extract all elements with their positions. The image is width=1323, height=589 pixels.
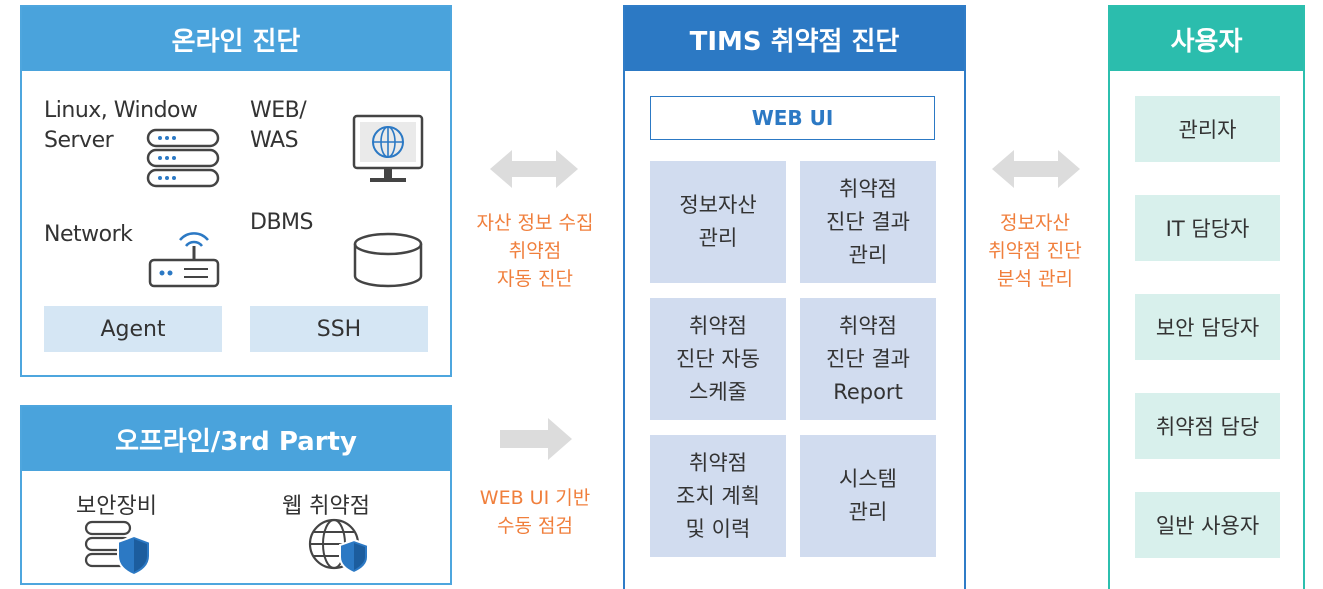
server-label: Linux, Window Server	[44, 98, 198, 153]
bidirectional-arrow-icon	[992, 150, 1080, 188]
offline-3rdparty-panel: 오프라인/3rd Party	[20, 405, 452, 585]
web-vulnerability-label: 웹 취약점	[282, 494, 370, 519]
security-equipment-shield-icon	[84, 520, 151, 576]
tims-title: TIMS 취약점 진단	[625, 7, 964, 71]
web-ui-box: WEB UI	[650, 96, 935, 140]
security-equipment-label: 보안장비	[76, 494, 157, 519]
server-icon	[146, 128, 220, 188]
right-arrow-icon	[500, 418, 572, 460]
web-server-monitor-icon	[352, 114, 424, 182]
users-title: 사용자	[1110, 7, 1303, 71]
dbms-label: DBMS	[250, 210, 313, 235]
online-flow-text: 자산 정보 수집 취약점 자동 진단	[476, 212, 594, 290]
online-diagnosis-panel: 온라인 진단	[20, 5, 452, 377]
role-security-manager: 보안 담당자	[1135, 294, 1280, 360]
network-label: Network	[44, 222, 133, 247]
agent-protocol-box: Agent	[44, 306, 222, 352]
offline-flow-text: WEB UI 기반 수동 점검	[479, 487, 591, 537]
role-admin: 관리자	[1135, 96, 1280, 162]
web-was-label: WEB/ WAS	[250, 98, 307, 153]
auto-schedule-box: 취약점 진단 자동 스케줄	[650, 298, 786, 420]
router-icon	[148, 232, 220, 288]
users-panel: 사용자	[1108, 5, 1305, 589]
result-management-box: 취약점 진단 결과 관리	[800, 161, 936, 283]
role-general-user: 일반 사용자	[1135, 492, 1280, 558]
ssh-protocol-box: SSH	[250, 306, 428, 352]
bidirectional-arrow-icon	[490, 150, 578, 188]
role-it-manager: IT 담당자	[1135, 195, 1280, 261]
result-report-box: 취약점 진단 결과 Report	[800, 298, 936, 420]
role-vulnerability-manager: 취약점 담당	[1135, 393, 1280, 459]
users-flow-text: 정보자산 취약점 진단 분석 관리	[988, 212, 1082, 290]
offline-3rdparty-title: 오프라인/3rd Party	[22, 407, 450, 471]
tims-panel: TIMS 취약점 진단	[623, 5, 966, 589]
asset-management-box: 정보자산 관리	[650, 161, 786, 283]
online-diagnosis-title: 온라인 진단	[22, 7, 450, 71]
web-globe-shield-icon	[308, 518, 369, 575]
database-icon	[353, 232, 423, 288]
system-management-box: 시스템 관리	[800, 435, 936, 557]
action-plan-history-box: 취약점 조치 계획 및 이력	[650, 435, 786, 557]
